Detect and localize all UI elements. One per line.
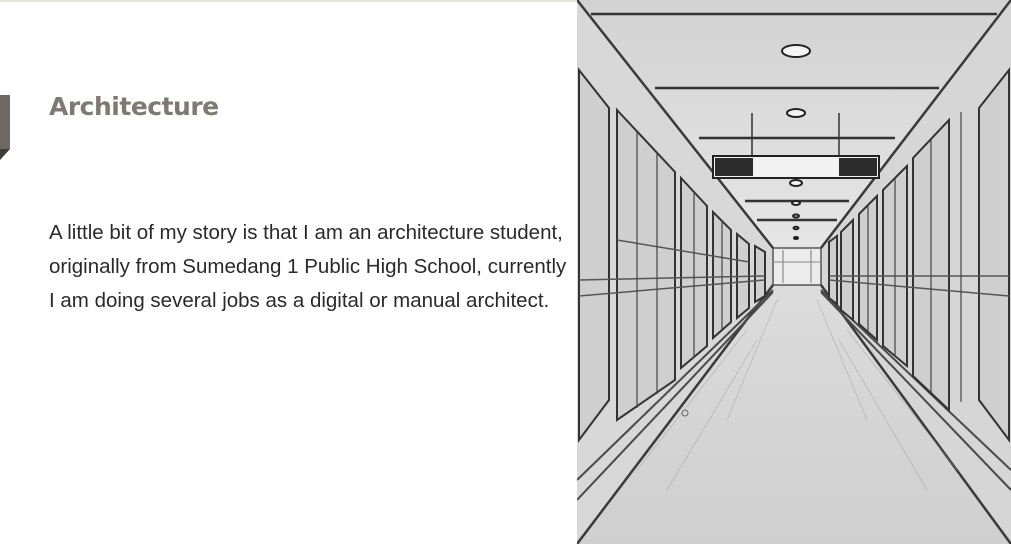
- story-paragraph: A little bit of my story is that I am an…: [49, 221, 567, 312]
- section-title: Architecture: [49, 92, 219, 121]
- top-divider: [0, 0, 577, 2]
- section-accent-tab: [0, 95, 10, 160]
- corridor-sketch-image: [577, 0, 1011, 544]
